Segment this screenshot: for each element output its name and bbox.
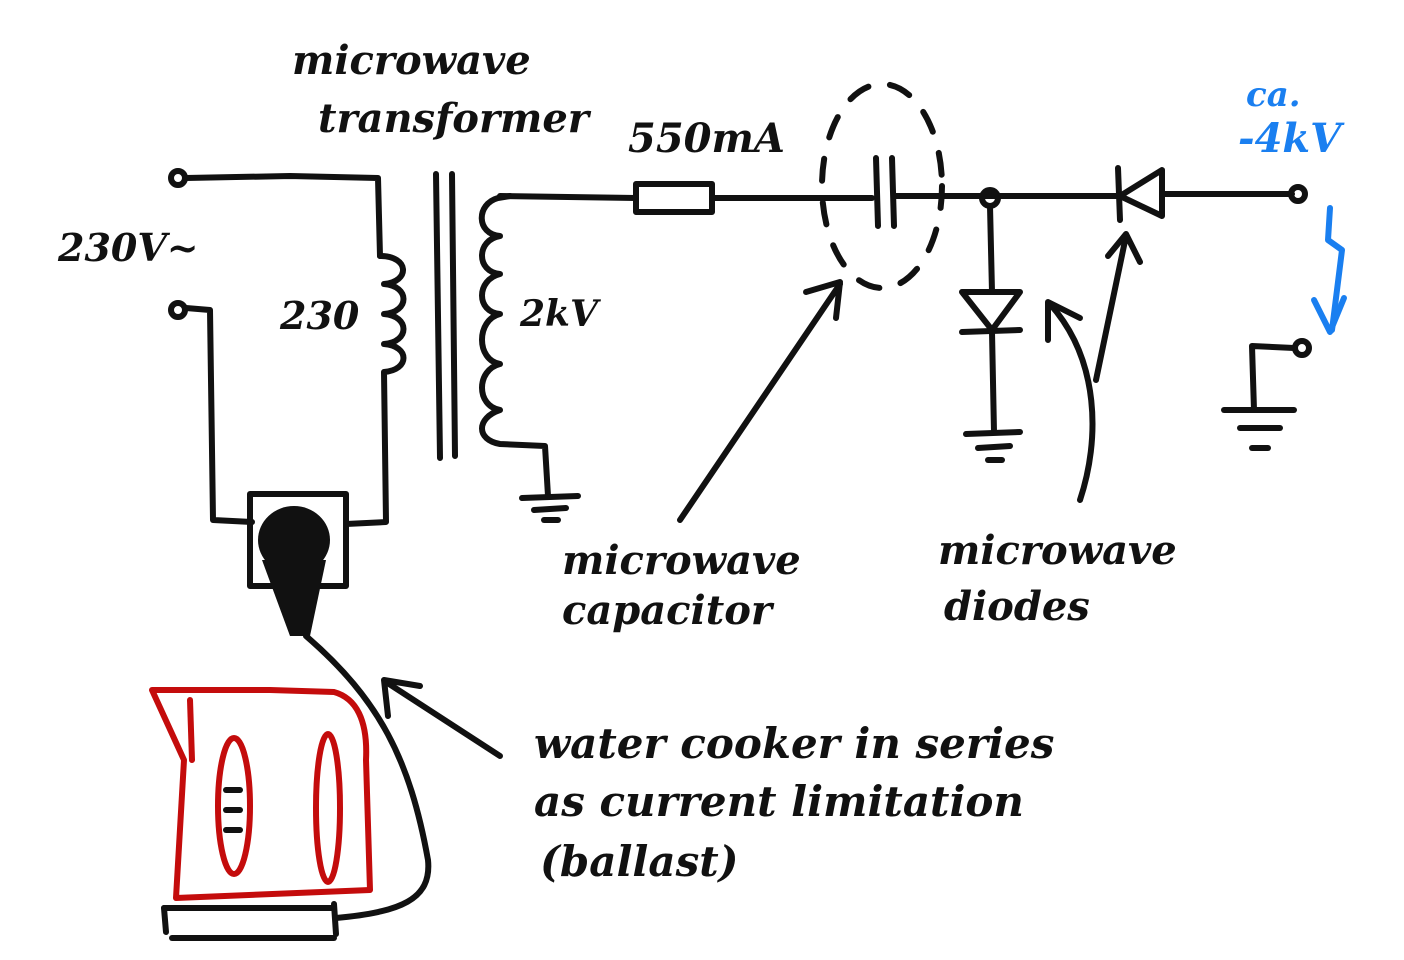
label-capacitor-line2: capacitor — [562, 587, 772, 634]
output-terminal — [1288, 184, 1308, 204]
mains-terminal-top — [168, 168, 188, 188]
fuse-symbol — [633, 181, 715, 215]
ground-terminal — [1292, 338, 1312, 358]
label-secondary-voltage: 2kV — [520, 293, 598, 335]
label-output-line2: -4kV — [1238, 115, 1342, 162]
label-output-line1: ca. — [1246, 75, 1301, 115]
label-diodes-line2: diodes — [944, 583, 1090, 630]
label-kettle-line1: water cooker in series — [534, 719, 1055, 768]
arrow-capacitor-shaft — [677, 281, 843, 523]
capacitor-highlight-ring — [819, 81, 945, 291]
capacitor-plate-right — [889, 155, 897, 229]
spark-arrow — [1311, 205, 1347, 335]
primary-coil — [343, 253, 407, 527]
arrow-kettle-head — [381, 677, 423, 719]
kettle-plug — [258, 506, 330, 636]
secondary-coil — [478, 193, 551, 499]
kettle-icon — [149, 687, 373, 941]
capacitor-plate-left — [873, 155, 881, 229]
label-fuse: 550mA — [628, 115, 785, 162]
label-primary-turns: 230 — [280, 293, 360, 338]
label-mains: 230V~ — [58, 225, 199, 270]
arrow-capacitor-head — [803, 279, 843, 321]
mains-input — [168, 168, 383, 525]
wire-ground-terminal — [1249, 343, 1297, 413]
label-kettle-line3: (ballast) — [540, 837, 739, 886]
label-kettle-line2: as current limitation — [534, 777, 1024, 826]
ground-output — [1221, 407, 1297, 451]
arrow-series-diode-shaft — [1093, 233, 1129, 383]
label-capacitor-line1: microwave — [562, 537, 801, 584]
label-transformer-line1: microwave — [292, 37, 531, 84]
series-diode-triangle — [1117, 167, 1165, 219]
arrow-kettle-shaft — [383, 679, 503, 759]
wire-mains-bottom — [183, 305, 255, 525]
transformer-core-right — [449, 171, 458, 459]
mains-terminal-bottom — [168, 300, 188, 320]
wire-to-fuse — [497, 193, 639, 201]
ground-diode — [963, 429, 1023, 463]
label-diodes-line1: microwave — [938, 527, 1177, 574]
ground-secondary — [519, 493, 581, 523]
transformer-core-left — [433, 171, 443, 461]
label-transformer-line2: transformer — [318, 95, 589, 142]
arrow-shunt-diode-head — [1045, 299, 1083, 343]
arrow-series-diode-head — [1105, 231, 1143, 265]
wire-mains-top — [183, 173, 383, 259]
shunt-diode-triangle — [959, 289, 1023, 333]
kettle-cord — [303, 633, 432, 921]
wire-shunt-to-ground — [989, 329, 997, 435]
arrow-shunt-diode-shaft — [1047, 301, 1096, 503]
wire-to-shunt-diode — [987, 203, 995, 295]
